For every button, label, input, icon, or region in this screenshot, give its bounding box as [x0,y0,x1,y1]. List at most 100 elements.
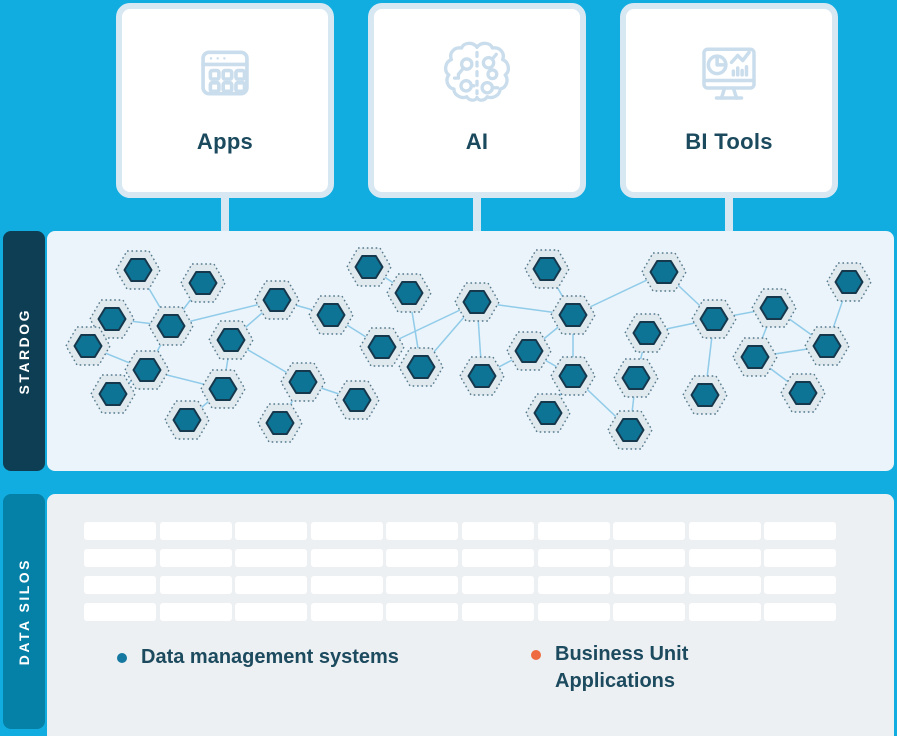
graph-node [732,337,778,377]
silo-cell [462,549,534,567]
graph-node [751,288,797,328]
silo-cell [688,522,761,540]
card-apps: Apps [116,3,334,198]
legend-label: Business Unit Applications [555,643,689,692]
legend-dot-orange [531,650,541,660]
graph-node [90,374,136,414]
graph-node [308,295,354,335]
silo-cell [613,576,686,594]
graph-node [124,350,170,390]
graph-node [254,280,300,320]
graph-node [257,403,303,443]
silo-cell [159,522,232,540]
silo-cell [84,549,156,567]
graph-node [89,299,135,339]
legend-item-data-management: Data management systems [117,644,399,671]
silo-cell [235,522,308,540]
graph-node [506,331,552,371]
knowledge-graph-panel [47,231,894,471]
silo-cell [537,603,610,621]
silo-cell [462,522,534,540]
connector-stem-apps [221,196,229,233]
silo-cell [613,522,686,540]
app-window-icon [186,31,264,115]
silo-cell [235,549,308,567]
silo-cell [688,603,761,621]
silo-cell [84,522,156,540]
graph-node [180,263,226,303]
graph-node [334,380,380,420]
graph-node [641,252,687,292]
graph-node [386,273,432,313]
silo-cell [310,549,383,567]
graph-node [550,356,596,396]
silo-cell [386,549,459,567]
graph-node [346,247,392,287]
connector-stem-bi-tools [725,196,733,233]
graph-node [550,295,596,335]
graph-node [691,299,737,339]
graph-node [826,262,872,302]
stardog-label: STARDOG [16,307,32,395]
graph-node [525,393,571,433]
silo-cell [84,576,156,594]
card-bi-tools: BI Tools [620,3,838,198]
graph-node [780,373,826,413]
graph-node [459,356,505,396]
graph-node [200,369,246,409]
stardog-sidebar: STARDOG [3,231,45,471]
bi-dashboard-icon [689,31,769,115]
silo-cell [537,522,610,540]
silo-cell [310,522,383,540]
graph-node [208,320,254,360]
graph-node [624,313,670,353]
graph-node [280,362,326,402]
graph-node [164,400,210,440]
silo-cell [462,576,534,594]
graph-node [148,306,194,346]
silo-cell [386,576,459,594]
card-ai: AI [368,3,586,198]
card-label-bi-tools: BI Tools [685,129,773,154]
network-svg [65,247,872,450]
silo-cell [386,522,459,540]
graph-node [359,327,405,367]
legend-item-business-unit: Business Unit Applications [531,641,725,695]
silo-cell [764,576,837,594]
legend-dot-teal [117,653,127,663]
silo-cell [235,603,308,621]
graph-node [398,347,444,387]
card-label-ai: AI [465,129,489,154]
silo-cell [159,549,232,567]
data-silos-sidebar: DATA SILOS [3,494,45,729]
silo-cell [84,603,156,621]
silo-cell [462,603,534,621]
legend-label: Data management systems [141,646,399,668]
graph-node [804,326,850,366]
silo-cell [537,549,610,567]
silo-cell [159,603,232,621]
silo-cell [613,549,686,567]
silo-cell [688,576,761,594]
silo-cell [537,576,610,594]
graph-node [682,375,728,415]
graph-node [607,410,653,450]
silo-cell [764,522,837,540]
silo-cell [310,603,383,621]
graph-node [454,282,500,322]
data-silos-panel: Data management systems Business Unit Ap… [47,494,894,736]
silo-cell [310,576,383,594]
connector-stem-ai [473,196,481,233]
silo-cell [764,549,837,567]
silo-cell [386,603,459,621]
graph-node [524,249,570,289]
ai-brain-icon [436,31,518,115]
graph-node [65,326,111,366]
silo-cell [688,549,761,567]
silo-cell [159,576,232,594]
data-silos-label: DATA SILOS [16,557,32,666]
silo-cell [764,603,837,621]
card-label-apps: Apps [196,129,254,154]
graph-node [115,250,161,290]
